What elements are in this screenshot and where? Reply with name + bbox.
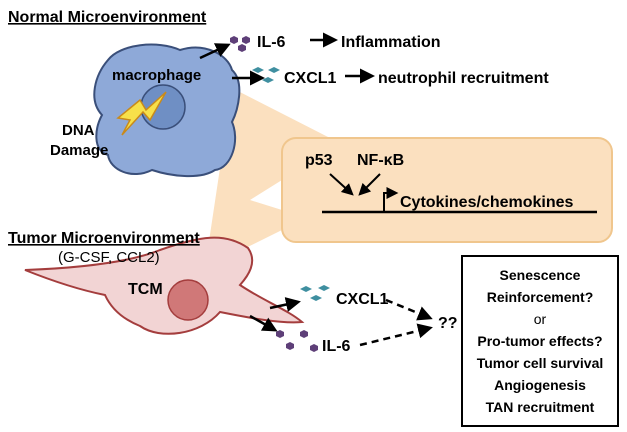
cxcl1-molecules-tumor: [300, 285, 330, 301]
lightning-icon: [116, 91, 167, 136]
nfkb-label: NF-κB: [357, 152, 404, 169]
transcription-start-arrow: [383, 187, 399, 212]
p53-arrow: [329, 173, 354, 196]
tumor-subtitle: (G-CSF, CCL2): [58, 249, 160, 266]
neutrophil-label: neutrophil recruitment: [378, 70, 549, 87]
effect-item: Angiogenesis: [494, 377, 586, 393]
macrophage-label: macrophage: [112, 67, 201, 84]
unknown-label: ??: [438, 315, 458, 332]
tcm-cell: [24, 236, 305, 335]
effect-item: Senescence: [500, 267, 581, 283]
inflammation-label: Inflammation: [341, 34, 441, 51]
macrophage-to-il6-arrow: [199, 43, 231, 60]
nfkb-arrow: [358, 173, 381, 196]
cxcl1-to-unknown-arrow: [385, 298, 433, 321]
tumor-title: Tumor Microenvironment: [8, 230, 200, 247]
effects-list: Senescence Reinforcement? or Pro-tumor e…: [477, 267, 604, 415]
p53-label: p53: [305, 152, 333, 169]
effect-item: Tumor cell survival: [477, 355, 604, 371]
dna-damage-line1: DNA: [62, 122, 95, 139]
tcm-to-cxcl1-arrow: [269, 297, 301, 312]
macrophage-cell: [93, 43, 241, 178]
callout-balloon: [205, 88, 613, 268]
dna-damage-line2: Damage: [50, 142, 108, 159]
cxcl1-molecules-normal: [252, 67, 280, 83]
il6-to-unknown-arrow: [359, 323, 433, 347]
il6-molecules-normal: [230, 36, 250, 52]
tcm-nucleus: [167, 279, 209, 321]
cxcl1-label-tumor: CXCL1: [336, 291, 389, 308]
cxcl1-label-normal: CXCL1: [284, 70, 337, 87]
effect-item: TAN recruitment: [486, 399, 595, 415]
effect-item: Reinforcement?: [487, 289, 594, 305]
cytokines-label: Cytokines/chemokines: [400, 194, 574, 211]
effect-item: Pro-tumor effects?: [477, 333, 602, 349]
il6-label-normal: IL-6: [257, 34, 286, 51]
effect-item: or: [534, 311, 547, 327]
effects-box: [461, 255, 619, 427]
il6-molecules-tumor: [276, 330, 318, 352]
tcm-label: TCM: [128, 281, 163, 298]
il6-label-tumor: IL-6: [322, 338, 351, 355]
macrophage-nucleus: [140, 84, 186, 130]
normal-title: Normal Microenvironment: [8, 9, 207, 26]
tcm-to-il6-arrow: [249, 314, 278, 332]
